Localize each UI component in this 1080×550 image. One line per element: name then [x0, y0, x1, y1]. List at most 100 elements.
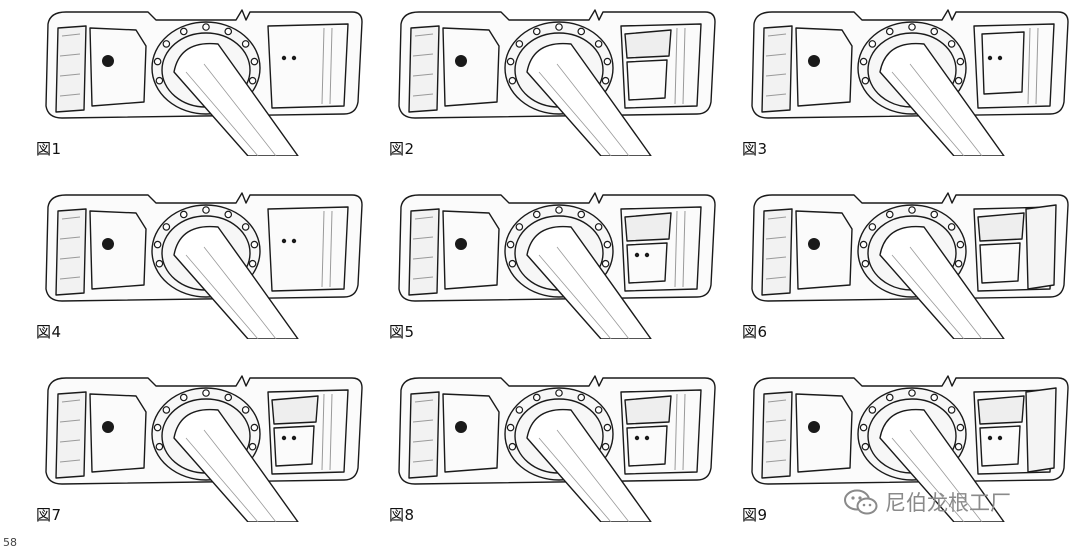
cover-plate	[1025, 387, 1057, 473]
left-plate	[55, 208, 87, 296]
ring-bolt	[508, 259, 517, 268]
gun-barrel	[173, 225, 299, 339]
bolt	[455, 421, 467, 433]
ring-bolt	[954, 442, 963, 451]
ring-bolt	[224, 393, 233, 402]
left-plate	[408, 391, 440, 479]
left-plate	[408, 208, 440, 296]
right-edge	[1027, 27, 1039, 105]
ring-bolt	[594, 223, 603, 231]
left-recess	[442, 210, 500, 290]
hatching	[412, 216, 434, 280]
bolt	[455, 238, 467, 250]
left-recess	[795, 27, 853, 107]
ring-bolt	[155, 442, 164, 451]
hatching	[765, 33, 787, 97]
ring-bolt	[956, 57, 965, 66]
ring-bolt	[930, 210, 939, 219]
hole	[291, 435, 297, 441]
hole	[997, 55, 1003, 61]
gun-barrel	[526, 408, 652, 522]
figure-caption: 図2	[389, 140, 415, 158]
barrel-shading	[185, 429, 277, 522]
ring-bolt	[508, 442, 517, 451]
figure-2: 図2	[389, 6, 729, 176]
figure-caption: 図8	[389, 506, 415, 524]
ring-bolt	[508, 76, 517, 85]
fitting-lower	[979, 242, 1021, 284]
left-recess	[442, 393, 500, 473]
ring-bolt	[224, 27, 233, 36]
ring-bolt	[555, 389, 563, 397]
right-plate	[620, 23, 702, 109]
ring-bolt	[603, 240, 612, 249]
right-edge	[674, 27, 686, 105]
ring-bolt	[885, 210, 894, 219]
hole	[281, 238, 287, 244]
right-plate	[973, 206, 1055, 292]
ring-bolt	[153, 240, 162, 249]
ring-bolt	[250, 423, 259, 432]
figure-6: 図6	[742, 189, 1080, 359]
right-plate	[620, 389, 702, 475]
ring-bolt	[868, 40, 877, 48]
ring-bolt	[603, 57, 612, 66]
hole	[634, 252, 640, 258]
ring-bolt	[155, 259, 164, 268]
gun-barrel	[173, 42, 299, 156]
bolt	[808, 55, 820, 67]
ring-bolt	[250, 240, 259, 249]
fitting	[977, 212, 1025, 242]
ring-bolt	[601, 259, 610, 268]
figure-grid: 図1 図2 図3 図4 図5 図6 図7 図8 図9	[36, 6, 1080, 524]
hole	[644, 252, 650, 258]
ring-bolt	[956, 240, 965, 249]
wechat-icon	[844, 489, 878, 515]
fitting	[624, 212, 672, 242]
ring-bolt	[594, 40, 603, 48]
barrel-shading	[185, 63, 277, 156]
panel	[981, 31, 1025, 95]
barrel-shading	[891, 246, 983, 339]
left-plate	[761, 208, 793, 296]
right-edge	[674, 210, 686, 288]
bolt	[102, 55, 114, 67]
hatching	[765, 216, 787, 280]
barrel-shading	[891, 429, 983, 522]
turret-sketch-5	[398, 192, 716, 339]
ring-bolt	[601, 442, 610, 451]
ring-bolt	[908, 389, 916, 397]
ring-bolt	[861, 76, 870, 85]
ring-bolt	[532, 393, 541, 402]
left-recess	[795, 210, 853, 290]
hatching	[59, 33, 81, 97]
left-recess	[89, 210, 147, 290]
figure-caption: 図1	[36, 140, 62, 158]
ring-bolt	[861, 442, 870, 451]
gun-barrel	[526, 42, 652, 156]
fitting-lower	[273, 425, 315, 467]
figure-1: 図1	[36, 6, 376, 176]
ring-bolt	[947, 223, 956, 231]
barrel-shading	[538, 63, 630, 156]
left-plate	[761, 25, 793, 113]
fitting-lower	[626, 425, 668, 467]
ring-bolt	[947, 406, 956, 414]
ring-bolt	[506, 423, 515, 432]
figure-caption: 図9	[742, 506, 768, 524]
ring-bolt	[954, 259, 963, 268]
left-plate	[408, 25, 440, 113]
watermark: 尼伯龙根工厂	[843, 487, 1011, 517]
ring-bolt	[506, 57, 515, 66]
left-plate	[55, 25, 87, 113]
ring-bolt	[577, 210, 586, 219]
ring-bolt	[248, 259, 257, 268]
ring-bolt	[532, 27, 541, 36]
ring-bolt	[908, 23, 916, 31]
right-plate	[973, 389, 1055, 475]
right-edge	[321, 27, 333, 105]
bolt	[102, 238, 114, 250]
figure-5: 図5	[389, 189, 729, 359]
right-plate	[267, 389, 349, 475]
ring-bolt	[930, 27, 939, 36]
